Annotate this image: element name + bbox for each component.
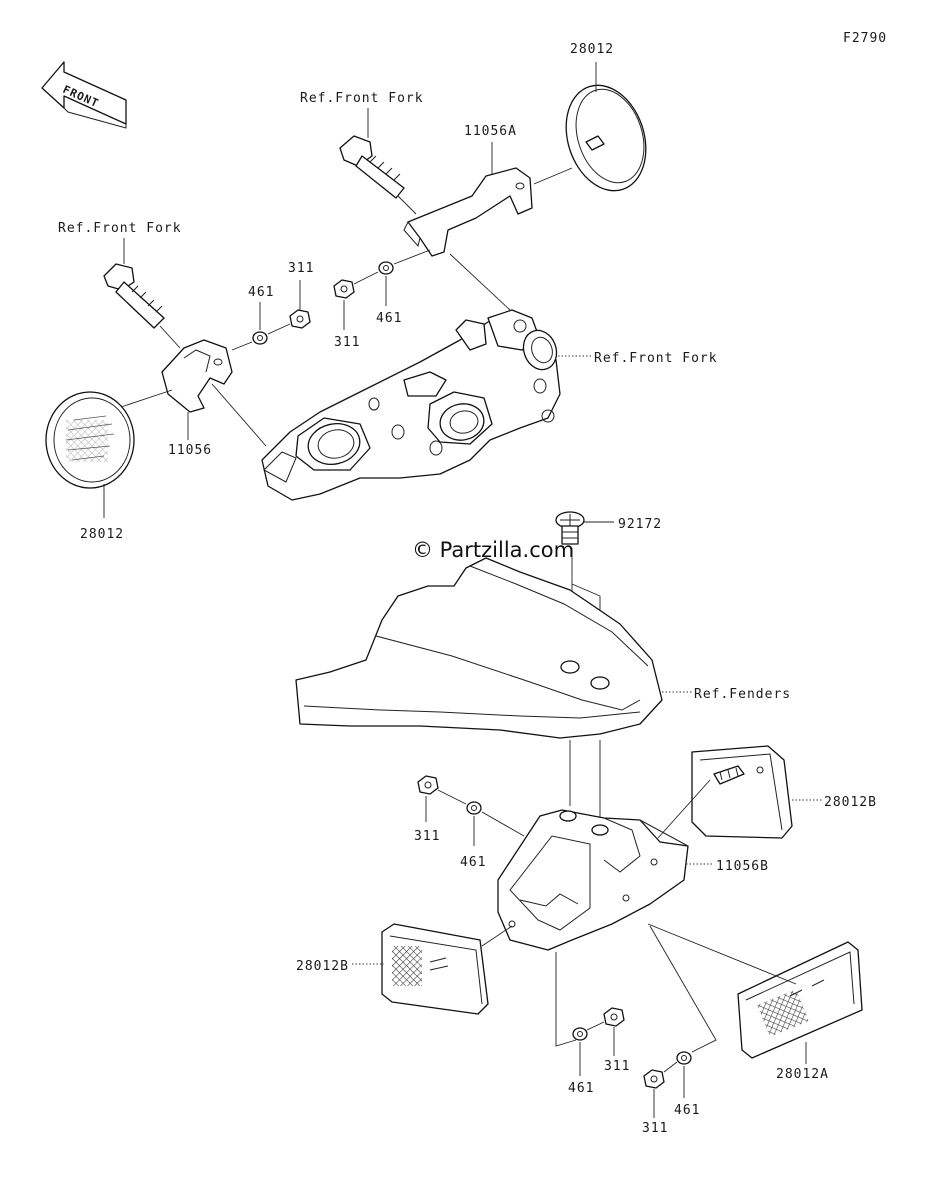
reflector-rear	[737, 941, 863, 1059]
callout-461-left: 461	[248, 285, 274, 300]
callout-311-left: 311	[288, 261, 314, 276]
reflector-side-left	[381, 923, 489, 1015]
callout-92172: 92172	[618, 517, 662, 532]
nut-311-center	[333, 279, 355, 299]
nut-311-bottom-a	[603, 1007, 625, 1027]
bracket-11056b	[497, 809, 689, 951]
washer-461-lower-left	[466, 801, 482, 815]
callout-ref-front-fork-left: Ref.Front Fork	[58, 221, 182, 236]
nut-311-left	[289, 309, 311, 329]
watermark: © Partzilla.com	[412, 538, 574, 562]
nut-311-bottom-b	[643, 1069, 665, 1089]
callout-28012-top: 28012	[570, 42, 614, 57]
callout-461-center: 461	[376, 311, 402, 326]
callout-461-bottom-b: 461	[674, 1103, 700, 1118]
callout-461-lower-left: 461	[460, 855, 486, 870]
callout-11056a: 11056A	[464, 124, 517, 139]
reflector-round-left	[45, 391, 135, 489]
bolt-top	[339, 135, 417, 215]
callout-28012b-right: 28012B	[824, 795, 877, 810]
bolt-left	[103, 263, 181, 349]
triple-clamp	[261, 309, 561, 501]
figure-code: F2790	[843, 31, 887, 46]
washer-461-left	[252, 331, 268, 345]
callout-ref-front-fork-right: Ref.Front Fork	[594, 351, 718, 366]
callout-311-bottom-b: 311	[642, 1121, 668, 1136]
washer-461-bottom-b	[676, 1051, 692, 1065]
callout-311-center: 311	[334, 335, 360, 350]
callout-311-bottom-a: 311	[604, 1059, 630, 1074]
front-arrow-icon: FRONT	[41, 61, 127, 129]
callout-11056: 11056	[168, 443, 212, 458]
callout-28012-left: 28012	[80, 527, 124, 542]
bracket-11056a	[403, 167, 573, 257]
reflector-side-right	[691, 745, 793, 839]
bracket-11056	[161, 339, 233, 413]
fender	[295, 557, 663, 739]
washer-461-bottom-a	[572, 1027, 588, 1041]
screw-92172	[555, 511, 585, 545]
callout-311-lower-left: 311	[414, 829, 440, 844]
reflector-round-top-right	[565, 62, 647, 192]
washer-461-center	[378, 261, 394, 275]
callout-28012a: 28012A	[776, 1067, 829, 1082]
nut-311-lower-left	[417, 775, 439, 795]
callout-ref-fenders: Ref.Fenders	[694, 687, 791, 702]
callout-ref-front-fork-top: Ref.Front Fork	[300, 91, 424, 106]
callout-461-bottom-a: 461	[568, 1081, 594, 1096]
callout-11056b: 11056B	[716, 859, 769, 874]
callout-28012b-left: 28012B	[296, 959, 349, 974]
